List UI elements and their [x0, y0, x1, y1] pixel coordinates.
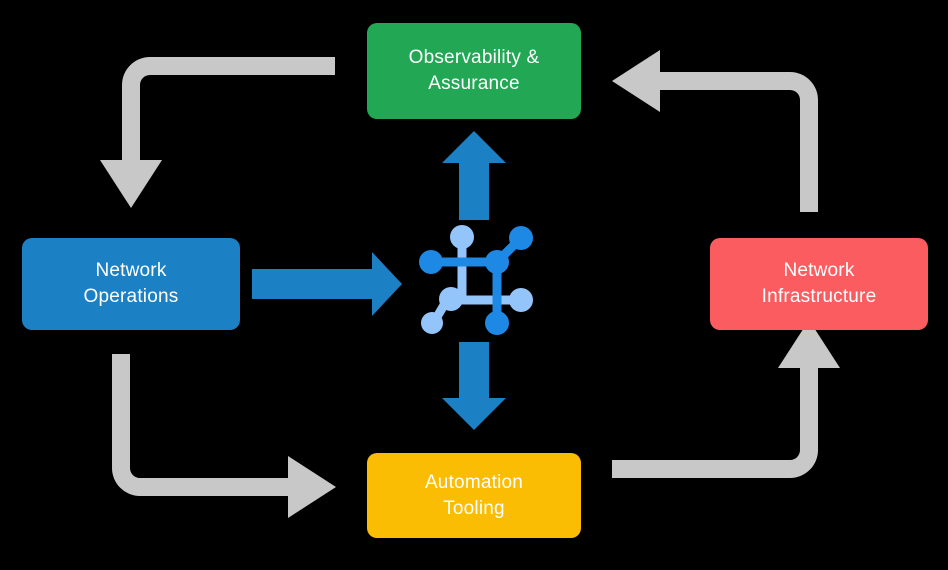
node-bottom-dark	[485, 311, 509, 335]
node-left-dark	[419, 250, 443, 274]
network-icon-nodes-light	[421, 225, 533, 334]
node-hub-light	[439, 287, 463, 311]
node-label-network-infrastructure: Network Infrastructure	[761, 260, 877, 307]
node-right-light	[509, 288, 533, 312]
node-label-automation-tooling: Automation Tooling	[424, 471, 524, 519]
node-box-network-operations[interactable]: Network Operations	[22, 238, 240, 330]
node-label-network-operations: Network Operations	[83, 260, 179, 307]
node-box-network-infrastructure[interactable]: Network Infrastructure	[710, 238, 928, 330]
connector-netinfra-to-observability	[612, 50, 818, 212]
connector-center-to-automation	[442, 342, 506, 430]
node-hub-dark	[485, 250, 509, 274]
node-top-light	[450, 225, 474, 249]
node-topright-dark	[509, 226, 533, 250]
connector-observability-to-netops	[100, 57, 335, 208]
network-icon-nodes-dark	[419, 226, 533, 335]
connector-netops-to-center	[252, 252, 402, 316]
connector-automation-to-netinfra	[612, 320, 840, 478]
node-bottomleft-light	[421, 312, 443, 334]
node-box-automation-tooling[interactable]: Automation Tooling	[367, 453, 581, 538]
node-label-observability: Observability & Assurance	[408, 47, 540, 94]
network-icon-edges-light	[427, 234, 526, 327]
connector-center-to-observability	[442, 131, 506, 220]
node-box-observability[interactable]: Observability & Assurance	[367, 23, 581, 119]
network-icon-edges-dark	[427, 233, 526, 328]
connector-netops-to-automation	[112, 354, 336, 518]
